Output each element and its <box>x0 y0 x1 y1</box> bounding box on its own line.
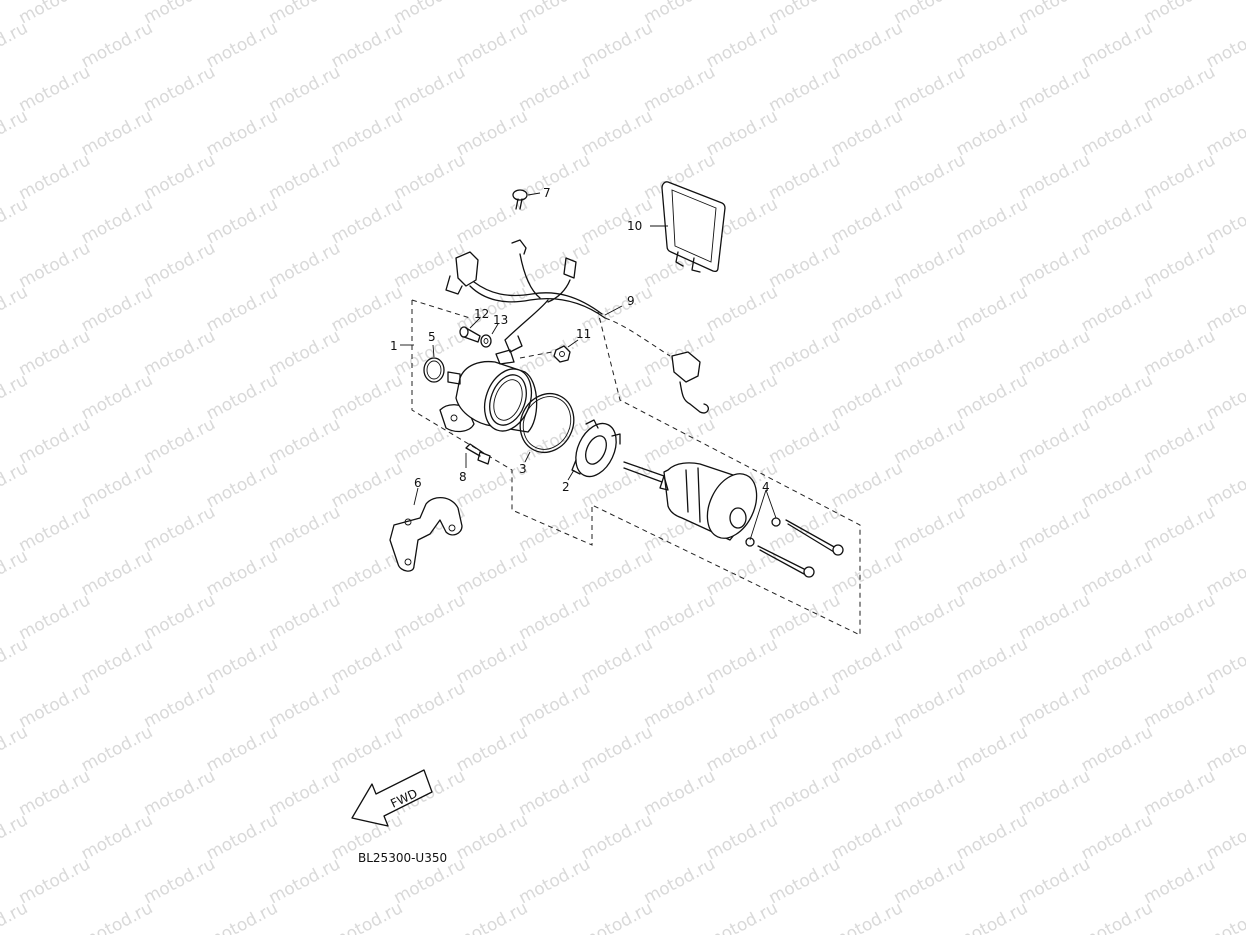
part-5-o-ring <box>423 344 445 383</box>
callout-2: 2 <box>562 480 570 494</box>
part-8-bolt <box>465 443 491 468</box>
callout-1: 1 <box>390 339 398 353</box>
part-2-brush-holder <box>567 419 621 481</box>
assembly-boundary <box>411 299 861 636</box>
callout-10: 10 <box>627 219 642 233</box>
callout-6: 6 <box>414 476 422 490</box>
callout-3: 3 <box>519 462 527 476</box>
part-4-through-bolts <box>745 489 844 578</box>
callout-7: 7 <box>543 186 551 200</box>
starter-motor-body <box>623 461 758 541</box>
part-11-nut <box>519 339 579 363</box>
callout-9: 9 <box>627 294 635 308</box>
part-13-washer <box>480 323 499 348</box>
part-6-bracket <box>389 487 463 572</box>
part-9-wire-harness <box>445 239 709 414</box>
callout-11: 11 <box>576 327 591 341</box>
part-10-cover <box>650 181 726 273</box>
part-3-o-ring <box>519 393 575 463</box>
front-cover-housing <box>400 344 538 433</box>
callout-8: 8 <box>459 470 467 484</box>
part-12-bolt <box>459 317 481 343</box>
callout-13: 13 <box>493 313 508 327</box>
callout-12: 12 <box>474 307 489 321</box>
part-7-bolt <box>512 189 541 210</box>
callout-4: 4 <box>762 480 770 494</box>
callout-5: 5 <box>428 330 436 344</box>
fwd-arrow: FWD <box>351 769 433 827</box>
diagram-code: BL25300-U350 <box>358 851 447 865</box>
